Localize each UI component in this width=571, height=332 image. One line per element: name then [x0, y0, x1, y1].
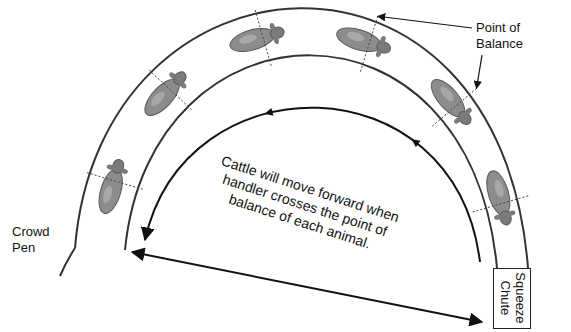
cow-body: [227, 24, 277, 56]
leader-line: [378, 16, 472, 28]
cow-ear: [493, 214, 502, 221]
balance-line: [432, 88, 476, 126]
cow-ear: [273, 36, 280, 45]
cow-marking: [438, 84, 456, 103]
cow-figure: [94, 156, 131, 216]
cow-ear: [178, 81, 187, 90]
cow-figure: [138, 66, 192, 122]
cow-marking: [238, 33, 258, 46]
double-arrow: [132, 252, 482, 322]
cow-ear: [464, 107, 473, 116]
chute-box: Squeeze Chute: [493, 268, 531, 329]
leader-line: [476, 55, 482, 88]
instruction-note: Cattle will move forward when handler cr…: [197, 149, 412, 262]
cow-ear: [507, 210, 516, 217]
balance-line: [87, 173, 143, 190]
inner-chute-wall: [125, 55, 497, 268]
balance-label: Point of Balance: [476, 20, 542, 51]
outer-chute-wall: [75, 8, 528, 268]
cow-figure: [481, 168, 518, 228]
handler-path-arrow: [145, 108, 480, 262]
arrowhead: [412, 139, 421, 147]
cow-marking: [346, 30, 366, 43]
balance-line: [149, 70, 192, 109]
cow-marking: [149, 90, 167, 109]
cow-figure: [334, 22, 394, 60]
pen-label: Crowd Pen: [12, 224, 60, 255]
cow-ear: [375, 49, 382, 58]
arrowhead: [265, 108, 274, 116]
crowd-pen-wall: [60, 248, 75, 276]
cow-ear: [269, 22, 276, 31]
balance-line: [473, 196, 529, 212]
cow-ear: [119, 168, 128, 175]
chute-centerline: [100, 32, 512, 268]
cow-figure: [227, 20, 287, 57]
cow-body: [482, 168, 514, 218]
cow-ear: [106, 164, 115, 171]
chute-label: Squeeze Chute: [497, 272, 527, 323]
balance-line: [360, 16, 377, 71]
cow-marking: [101, 185, 114, 205]
cow-ear: [379, 35, 386, 44]
cow-body: [334, 23, 384, 56]
cow-body: [94, 166, 126, 216]
cow-figure: [425, 74, 478, 131]
cow-marking: [493, 179, 506, 199]
cow-ear: [168, 71, 177, 80]
cow-ear: [453, 116, 462, 125]
balance-line: [255, 10, 271, 66]
